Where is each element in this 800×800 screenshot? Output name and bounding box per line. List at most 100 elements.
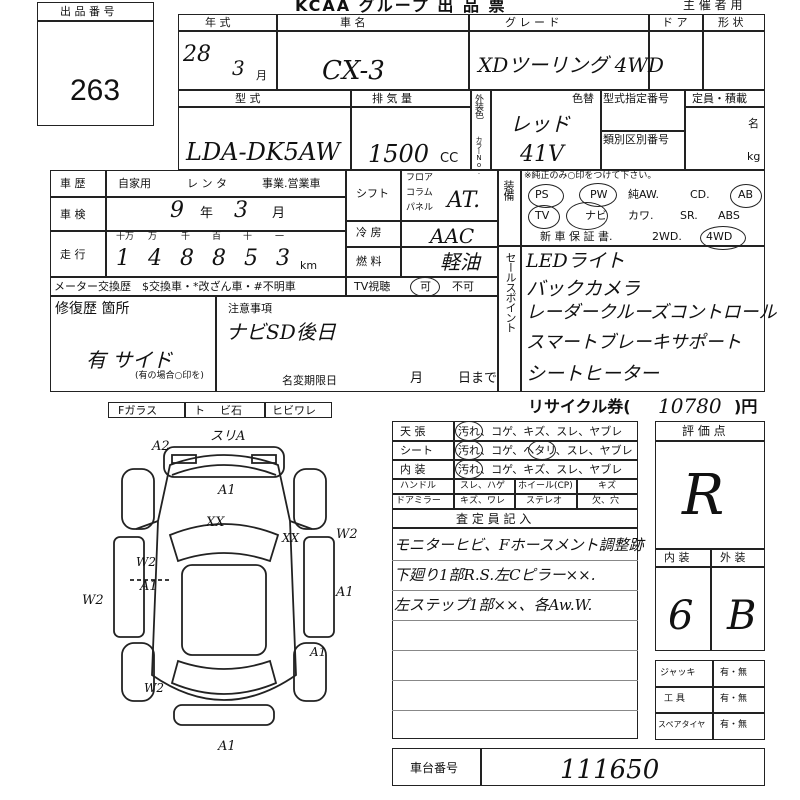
mark-w2-rear: W2 [144, 681, 164, 695]
mark-a1-rear: A1 [218, 739, 236, 754]
circle-seat-dirt [455, 440, 483, 460]
car-name-value: CX-3 [322, 56, 385, 86]
equipment-note: ※純正のみ○印をつけて下さい。 [524, 171, 657, 181]
inspector-line-2: 下廻り1部R.S.左Cピラー××. [394, 566, 596, 584]
shift-column: コラム [406, 188, 433, 198]
mileage-digit-2: 4 [148, 246, 162, 271]
mileage-digit-3: 8 [180, 246, 194, 271]
tool-spare-opts: 有・無 [720, 720, 748, 730]
capacity-unit: 名 [748, 117, 759, 130]
inspector-label: 査 定 員 記 入 [456, 512, 532, 526]
load-unit: kg [747, 150, 761, 163]
digit-label-10: 十 [243, 232, 253, 242]
mirror-options: キズ、ワレ [460, 496, 506, 506]
mileage-label: 走 行 [60, 248, 86, 261]
color-change-label: 色替 [572, 92, 594, 105]
sales-point-5: シートヒーター [526, 363, 660, 385]
score-label: 評 価 点 [682, 424, 726, 438]
handle-label: ハンドル [400, 481, 437, 491]
cc-unit: CC [440, 151, 459, 166]
ceiling-options: 汚れ、コゲ、キズ、スレ、ヤブレ [458, 425, 623, 438]
grade-value: XDツーリング 4WD [478, 53, 664, 77]
wheel-options: キズ [598, 481, 617, 491]
chassis-label: 車台番号 [410, 761, 459, 775]
mileage-digit-4: 8 [212, 246, 226, 271]
sales-point-3: レーダークルーズコントロール [526, 302, 777, 323]
chassis-value: 111650 [560, 755, 660, 785]
stereo-label: ステレオ [526, 496, 563, 506]
form-title: KCAA グループ 出 品 票 [295, 0, 507, 15]
digit-label-1k: 千 [181, 232, 191, 242]
shift-value: AT. [447, 188, 481, 213]
history-business: 事業.営業車 [262, 177, 321, 190]
equip-aw: 純AW. [628, 188, 660, 201]
car-diagram [113, 446, 335, 726]
meter-label: メーター交換歴 [54, 280, 131, 293]
shift-label: シフト [356, 187, 389, 200]
trim-label: 内 装 [400, 463, 426, 476]
mark-w2-left: W2 [82, 593, 104, 608]
glass-box [108, 402, 332, 418]
mark-w2-right: W2 [336, 527, 358, 542]
circle-ab [730, 184, 762, 208]
seat-label: シート [400, 444, 433, 457]
circle-seat-sag [528, 440, 556, 460]
class-no-label: 類別区別番号 [603, 133, 669, 146]
equipment-box [498, 170, 765, 246]
exterior-score-label: 外 装 [720, 551, 746, 564]
mark-w2-door: W2 [136, 555, 156, 569]
mark-a1-right: A1 [336, 585, 354, 600]
inspector-box [392, 509, 638, 739]
row2-box [178, 90, 765, 170]
history-box [50, 170, 346, 296]
repair-value: 有 サイド [86, 348, 173, 372]
model-value: LDA-DK5AW [186, 138, 341, 166]
month-value: 3 [232, 56, 245, 80]
inspection-year: 9 [170, 198, 184, 223]
glass-crack: ヒビワレ [272, 404, 316, 417]
door-label: ド ア [662, 16, 688, 29]
inspector-line-1: モニターヒビ、Fホースメント調整跡 [394, 536, 644, 554]
type-no-label: 型式指定番号 [603, 92, 669, 105]
mark-a1-left: A1 [140, 579, 158, 594]
mark-xx-roof: XX [206, 515, 225, 530]
model-label: 型 式 [235, 92, 261, 105]
tool-jack-label: ジャッキ [660, 668, 696, 678]
inspector-line-3: 左ステップ1部××、各Aw.W. [394, 596, 593, 614]
shift-floor: フロア [406, 173, 434, 183]
meter-options: $交換車・*改ざん車・#不明車 [142, 280, 296, 293]
km-unit: km [300, 259, 318, 272]
tools-box [655, 660, 765, 740]
inspection-label: 車 検 [60, 208, 86, 221]
equip-leather: カワ. [628, 209, 654, 222]
year-label: 年 式 [205, 16, 231, 29]
organizer-label: 主 催 者 用 [683, 0, 743, 12]
sales-point-4: スマートブレーキサポート [526, 332, 742, 353]
displacement-value: 1500 [368, 140, 430, 168]
tv-yes-circle [410, 277, 440, 297]
glass-t: ト [194, 404, 205, 417]
row1-box [178, 14, 765, 90]
tool-spare-label: スペアタイヤ [658, 720, 706, 729]
recycle-unit: )円 [734, 397, 758, 416]
inspection-year-unit: 年 [200, 206, 214, 221]
mileage-digit-5: 5 [244, 246, 258, 271]
color-value: レッド [510, 112, 570, 136]
tv-no: 不可 [452, 280, 474, 293]
capacity-label: 定員・積載 [692, 92, 747, 105]
mark-a1-hood: A1 [218, 483, 236, 498]
inspection-month-unit: 月 [272, 206, 286, 221]
history-private: 自家用 [118, 177, 151, 190]
mark-a1-rear-right: A1 [310, 645, 327, 659]
circle-ceiling-dirt [455, 421, 483, 441]
car-name-label: 車 名 [340, 16, 366, 29]
fuel-value: 軽油 [440, 250, 480, 274]
equip-abs: ABS [718, 209, 740, 222]
equip-cd: CD. [690, 188, 710, 201]
mark-xx-right: XX [282, 531, 300, 545]
repair-box [50, 296, 498, 392]
glass-front: Fガラス [118, 404, 158, 417]
shift-panel: パネル [406, 203, 434, 213]
tool-jack-opts: 有・無 [720, 668, 748, 678]
repair-note: (有の場合○印を) [135, 371, 204, 381]
